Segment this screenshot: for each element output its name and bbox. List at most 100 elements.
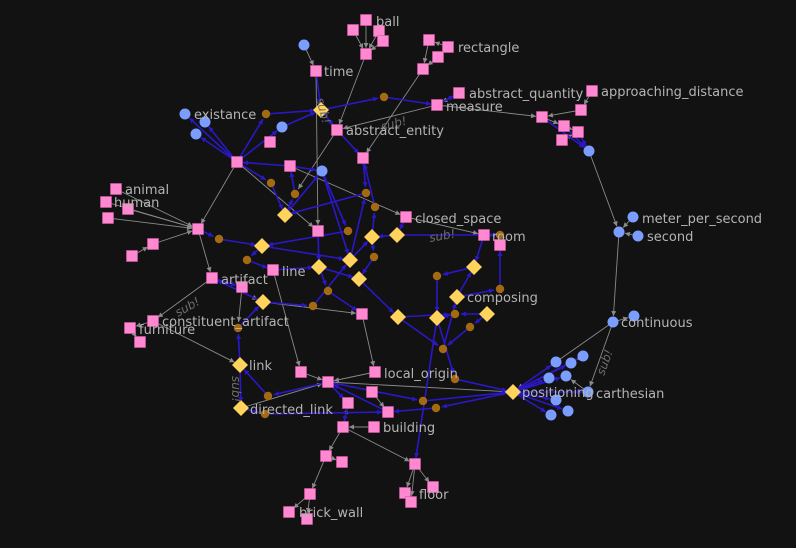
concept-node-ballC[interactable] (377, 35, 389, 47)
concept-node-abse[interactable] (331, 124, 343, 136)
edge-rectC-ent2[interactable] (365, 68, 424, 154)
edge-d6-j6-arrow[interactable] (371, 212, 377, 219)
instance-node-pos6[interactable] (545, 409, 557, 421)
concept-node-appr[interactable] (586, 85, 598, 97)
edge-d3-j8-arrow[interactable] (251, 250, 257, 256)
edge-d1-j2[interactable] (320, 97, 379, 111)
edge-d17-pos2[interactable] (512, 364, 552, 393)
edge-j1-d1-arrow[interactable] (309, 108, 316, 114)
edge-lx-floor-arrow[interactable] (404, 456, 410, 462)
edge-d17-pos6[interactable] (512, 391, 547, 413)
concept-node-rect[interactable] (442, 41, 454, 53)
instance-node-timeC[interactable] (298, 39, 310, 51)
concept-node-art4[interactable] (236, 281, 248, 293)
edge-exi-i1-arrow[interactable] (271, 130, 278, 136)
edge-i2-j9[interactable] (321, 170, 347, 226)
edge-d12-j15-arrow[interactable] (488, 288, 495, 294)
junction-node-j19[interactable] (438, 344, 448, 354)
edge-rect-rectA-arrow[interactable] (434, 41, 441, 47)
edge-d11-floor-arrow[interactable] (414, 452, 420, 459)
edge-mid1-d4-arrow[interactable] (316, 255, 322, 262)
edge-exi-exC3-arrow[interactable] (200, 137, 207, 143)
concept-node-lx[interactable] (337, 421, 349, 433)
relation-node-d10[interactable] (390, 309, 406, 325)
edge-loc-mnodeC-arrow[interactable] (333, 377, 340, 383)
edge-j6-ent2-arrow[interactable] (363, 163, 369, 170)
concept-node-meas[interactable] (431, 99, 443, 111)
instance-node-pos2[interactable] (550, 356, 562, 368)
edge-cons-d15-arrow[interactable] (229, 357, 235, 363)
concept-node-absA[interactable] (264, 136, 276, 148)
instance-node-pos7[interactable] (562, 405, 574, 417)
junction-node-j7[interactable] (214, 234, 224, 244)
edge-b2-mnodeC[interactable] (333, 383, 389, 413)
edge-j11-l1-arrow[interactable] (351, 305, 358, 311)
junction-node-j2[interactable] (379, 92, 389, 102)
edge-abse-j4-arrow[interactable] (298, 183, 304, 189)
edge-exi-j1-arrow[interactable] (258, 119, 263, 125)
concept-node-cons[interactable] (147, 315, 159, 327)
edge-d17-pos7[interactable] (512, 391, 563, 410)
edge-i2-d5-arrow[interactable] (344, 248, 350, 255)
edge-d8-d10[interactable] (358, 278, 395, 314)
edge-d3-d5-arrow[interactable] (338, 255, 345, 261)
junction-node-j6[interactable] (370, 202, 380, 212)
concept-node-line[interactable] (267, 264, 279, 276)
edge-mnodeL-mnodeC-arrow[interactable] (316, 375, 323, 381)
edge-mnodeC-d17[interactable] (327, 381, 508, 393)
edge-d16-j22-arrow[interactable] (253, 408, 260, 414)
concept-node-artifact[interactable] (206, 272, 218, 284)
edge-animal-art1[interactable] (115, 188, 193, 227)
edge-cons-d15[interactable] (152, 320, 235, 363)
edge-ballC-ballHub-arrow[interactable] (370, 45, 377, 51)
junction-node-j9[interactable] (343, 226, 353, 236)
edge-j20-d17-arrow[interactable] (501, 387, 508, 393)
relation-node-d13[interactable] (479, 306, 495, 322)
edge-b1-b2-arrow[interactable] (379, 401, 385, 408)
concept-node-mnodeL[interactable] (295, 366, 307, 378)
concept-node-fl3[interactable] (405, 496, 417, 508)
edge-humanC-art1[interactable] (107, 217, 193, 229)
concept-node-closed[interactable] (400, 211, 412, 223)
edge-ex2-exi-arrow[interactable] (242, 160, 249, 166)
instance-node-cont[interactable] (607, 316, 619, 328)
edge-j24-b2-arrow[interactable] (393, 408, 400, 414)
edge-b2-mnodeC-arrow[interactable] (333, 384, 339, 390)
instance-node-pos1[interactable] (577, 350, 589, 362)
instance-node-pos5[interactable] (560, 370, 572, 382)
edge-j4-ex2-arrow[interactable] (289, 171, 295, 178)
edge-art1-artifact[interactable] (197, 228, 211, 273)
edge-j18-d9-arrow[interactable] (253, 306, 259, 312)
instance-node-exC1[interactable] (179, 108, 191, 120)
junction-node-j15[interactable] (495, 284, 505, 294)
concept-node-rectB[interactable] (432, 51, 444, 63)
edge-l1-loc[interactable] (361, 313, 375, 367)
edge-d1-j2-arrow[interactable] (372, 96, 379, 102)
edge-d2-i2[interactable] (284, 175, 319, 216)
edge-exi-exC2[interactable] (208, 126, 238, 163)
junction-node-j24[interactable] (431, 403, 441, 413)
junction-node-j10[interactable] (369, 252, 379, 262)
edge-roomB-d14-arrow[interactable] (474, 255, 480, 262)
edge-timeC-time-arrow[interactable] (309, 59, 314, 66)
concept-node-ball[interactable] (360, 14, 372, 26)
edge-rectC-ent2-arrow[interactable] (366, 147, 372, 154)
edge-art2-art1-arrow[interactable] (186, 230, 193, 235)
edge-art2-art1[interactable] (152, 230, 193, 245)
edge-mnodeC-j21[interactable] (273, 381, 329, 396)
concept-node-humanA[interactable] (100, 196, 112, 208)
edge-d11-j20-arrow[interactable] (449, 367, 455, 374)
concept-node-b2[interactable] (382, 406, 394, 418)
edge-l1-loc-arrow[interactable] (370, 360, 376, 367)
concept-node-apD[interactable] (572, 126, 584, 138)
edge-d2-i2-arrow[interactable] (313, 175, 319, 182)
edge-apB-apC1[interactable] (541, 116, 585, 149)
edge-d13-j17-arrow[interactable] (474, 318, 481, 324)
edge-j21-d15-arrow[interactable] (244, 369, 250, 375)
concept-node-ballA[interactable] (347, 24, 359, 36)
edge-line-mnodeL-arrow[interactable] (295, 360, 301, 367)
concept-node-ent2[interactable] (357, 152, 369, 164)
edge-exi-j3-arrow[interactable] (260, 175, 266, 180)
edge-cont-cart[interactable] (589, 321, 614, 387)
